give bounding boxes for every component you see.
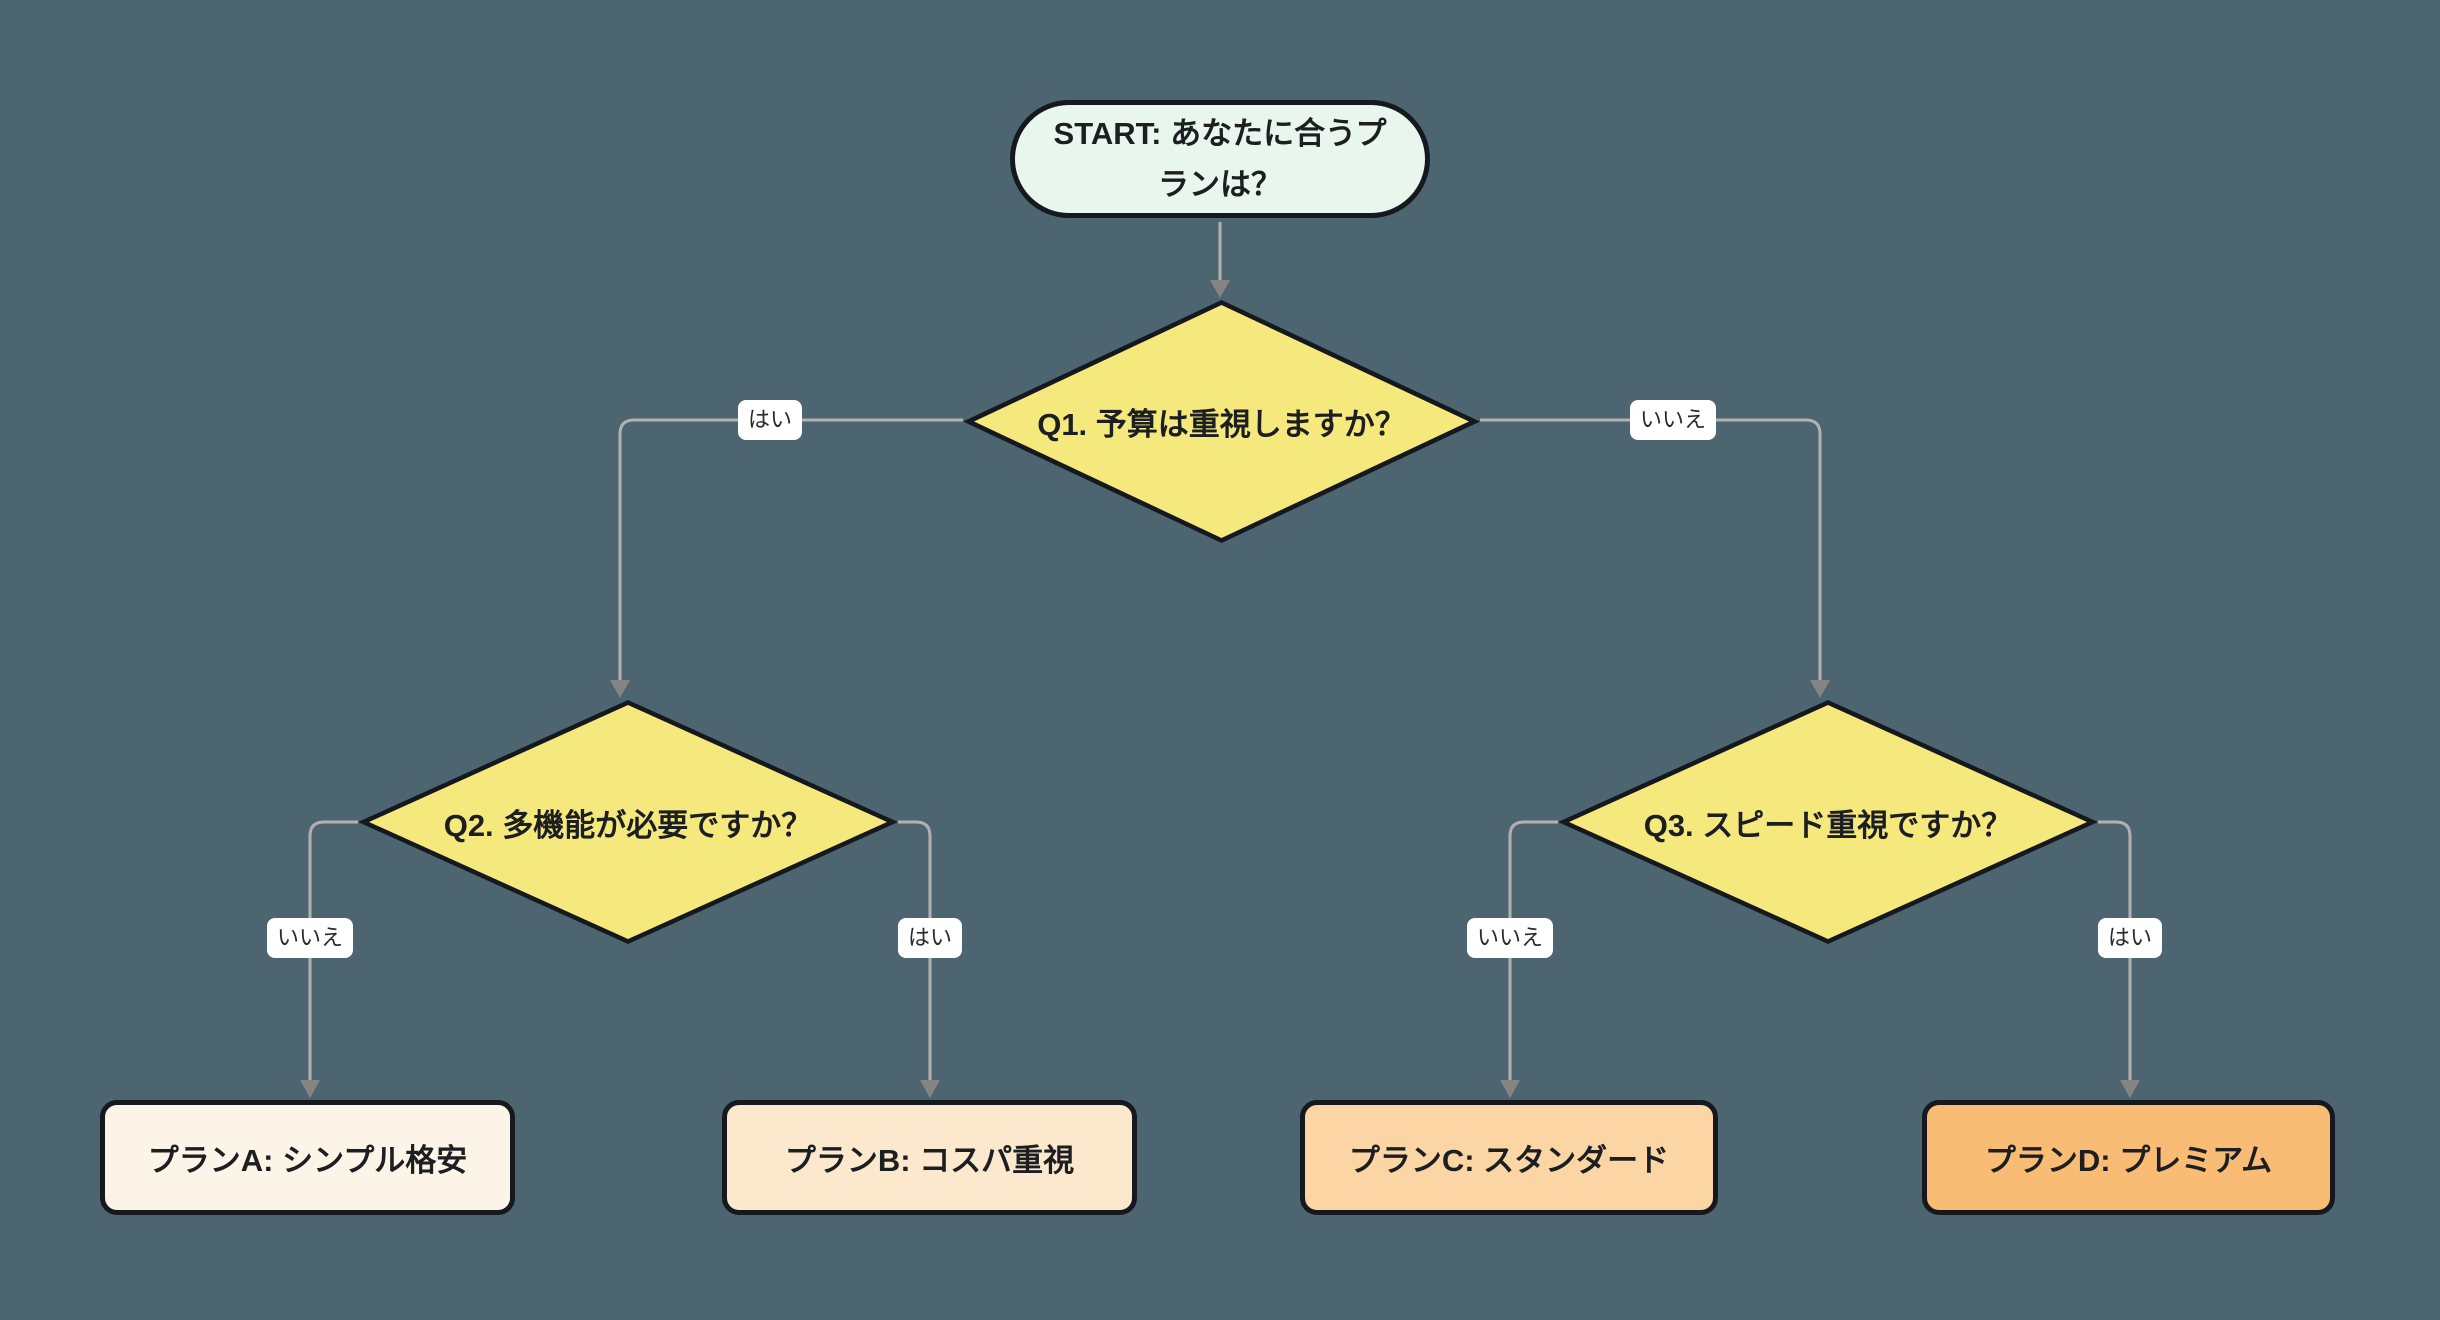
- arrowhead-plan-a: [300, 1080, 320, 1098]
- edge-q1-q2: [618, 418, 963, 680]
- node-q1-label: Q1. 予算は重視しますか？: [1037, 407, 1406, 442]
- arrowhead-plan-c: [1500, 1080, 1520, 1098]
- node-q3-label: Q3. スピード重視ですか？: [1643, 807, 2013, 843]
- node-plan-a: プランA: シンプル格安: [100, 1100, 515, 1215]
- node-plan-a-label: プランA: シンプル格安: [147, 1143, 468, 1178]
- edge-label-q2-yes: はい: [897, 918, 963, 958]
- node-plan-c-label: プランC: スタンダード: [1348, 1143, 1670, 1178]
- edge-label-q2-no: いいえ: [266, 918, 354, 958]
- node-q1: Q1. 予算は重視しますか？: [963, 300, 1480, 543]
- node-start: START: あなたに合うプランは？: [1010, 100, 1430, 218]
- node-q2: Q2. 多機能が必要ですか？: [358, 700, 898, 944]
- node-plan-c: プランC: スタンダード: [1300, 1100, 1718, 1215]
- edge-label-q3-yes: はい: [2097, 918, 2163, 958]
- node-start-label: START: あなたに合うプランは？: [1053, 115, 1387, 202]
- node-plan-d: プランD: プレミアム: [1922, 1100, 2335, 1215]
- edge-label-q1-yes: はい: [737, 400, 803, 440]
- node-q2-label: Q2. 多機能が必要ですか？: [443, 807, 813, 843]
- node-q3: Q3. スピード重視ですか？: [1558, 700, 2098, 944]
- arrowhead-plan-b: [920, 1080, 940, 1098]
- arrowhead-q1: [1210, 280, 1230, 298]
- arrowhead-q2: [610, 680, 630, 698]
- edge-label-q1-no: いいえ: [1629, 400, 1717, 440]
- edge-label-q3-no: いいえ: [1466, 918, 1554, 958]
- edge-q1-q3: [1480, 418, 1822, 680]
- node-plan-d-label: プランD: プレミアム: [1984, 1143, 2273, 1178]
- arrowhead-plan-d: [2120, 1080, 2140, 1098]
- node-plan-b: プランB: コスパ重視: [722, 1100, 1137, 1215]
- node-plan-b-label: プランB: コスパ重視: [784, 1143, 1075, 1178]
- arrowhead-q3: [1810, 680, 1830, 698]
